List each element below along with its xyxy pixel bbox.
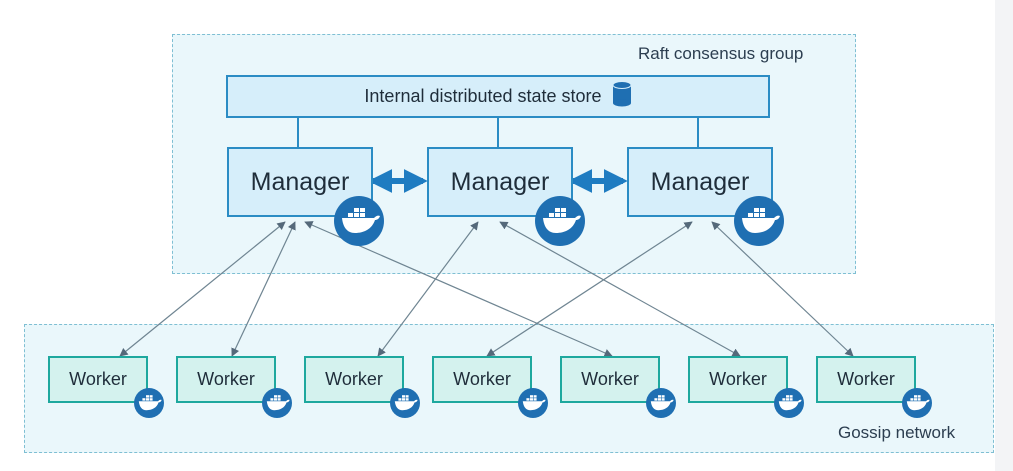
- manager-label: Manager: [450, 167, 550, 196]
- worker-label: Worker: [709, 369, 767, 389]
- arrow-m1-w2: [231, 221, 296, 357]
- docker-whale-icon: [518, 388, 548, 418]
- docker-whale-icon: [535, 196, 585, 246]
- worker-label: Worker: [325, 369, 383, 389]
- docker-whale-icon: [902, 388, 932, 418]
- docker-whale-icon: [390, 388, 420, 418]
- docker-whale-icon: [262, 388, 292, 418]
- arrow-m3-w4: [486, 221, 693, 357]
- worker-label: Worker: [837, 369, 895, 389]
- worker-node[interactable]: Worker: [48, 356, 148, 403]
- worker-node[interactable]: Worker: [176, 356, 276, 403]
- state-store-box: Internal distributed state store: [226, 75, 770, 118]
- worker-label: Worker: [581, 369, 639, 389]
- worker-label: Worker: [197, 369, 255, 389]
- worker-label: Worker: [453, 369, 511, 389]
- worker-label: Worker: [69, 369, 127, 389]
- worker-node[interactable]: Worker: [688, 356, 788, 403]
- arrow-m1-w1: [119, 221, 286, 357]
- database-icon: [612, 81, 632, 112]
- worker-node[interactable]: Worker: [304, 356, 404, 403]
- docker-whale-icon: [134, 388, 164, 418]
- worker-node[interactable]: Worker: [432, 356, 532, 403]
- state-store-label: Internal distributed state store: [364, 86, 602, 106]
- docker-whale-icon: [734, 196, 784, 246]
- worker-node[interactable]: Worker: [560, 356, 660, 403]
- docker-whale-icon: [774, 388, 804, 418]
- arrow-m3-w7: [711, 221, 854, 357]
- gossip-network-label: Gossip network: [838, 423, 956, 442]
- arrow-m2-w3: [377, 221, 479, 357]
- raft-consensus-label: Raft consensus group: [638, 44, 804, 63]
- docker-whale-icon: [334, 196, 384, 246]
- worker-node[interactable]: Worker: [816, 356, 916, 403]
- docker-whale-icon: [646, 388, 676, 418]
- window-edge-strip: [995, 0, 1013, 471]
- manager-label: Manager: [650, 167, 750, 196]
- manager-label: Manager: [250, 167, 350, 196]
